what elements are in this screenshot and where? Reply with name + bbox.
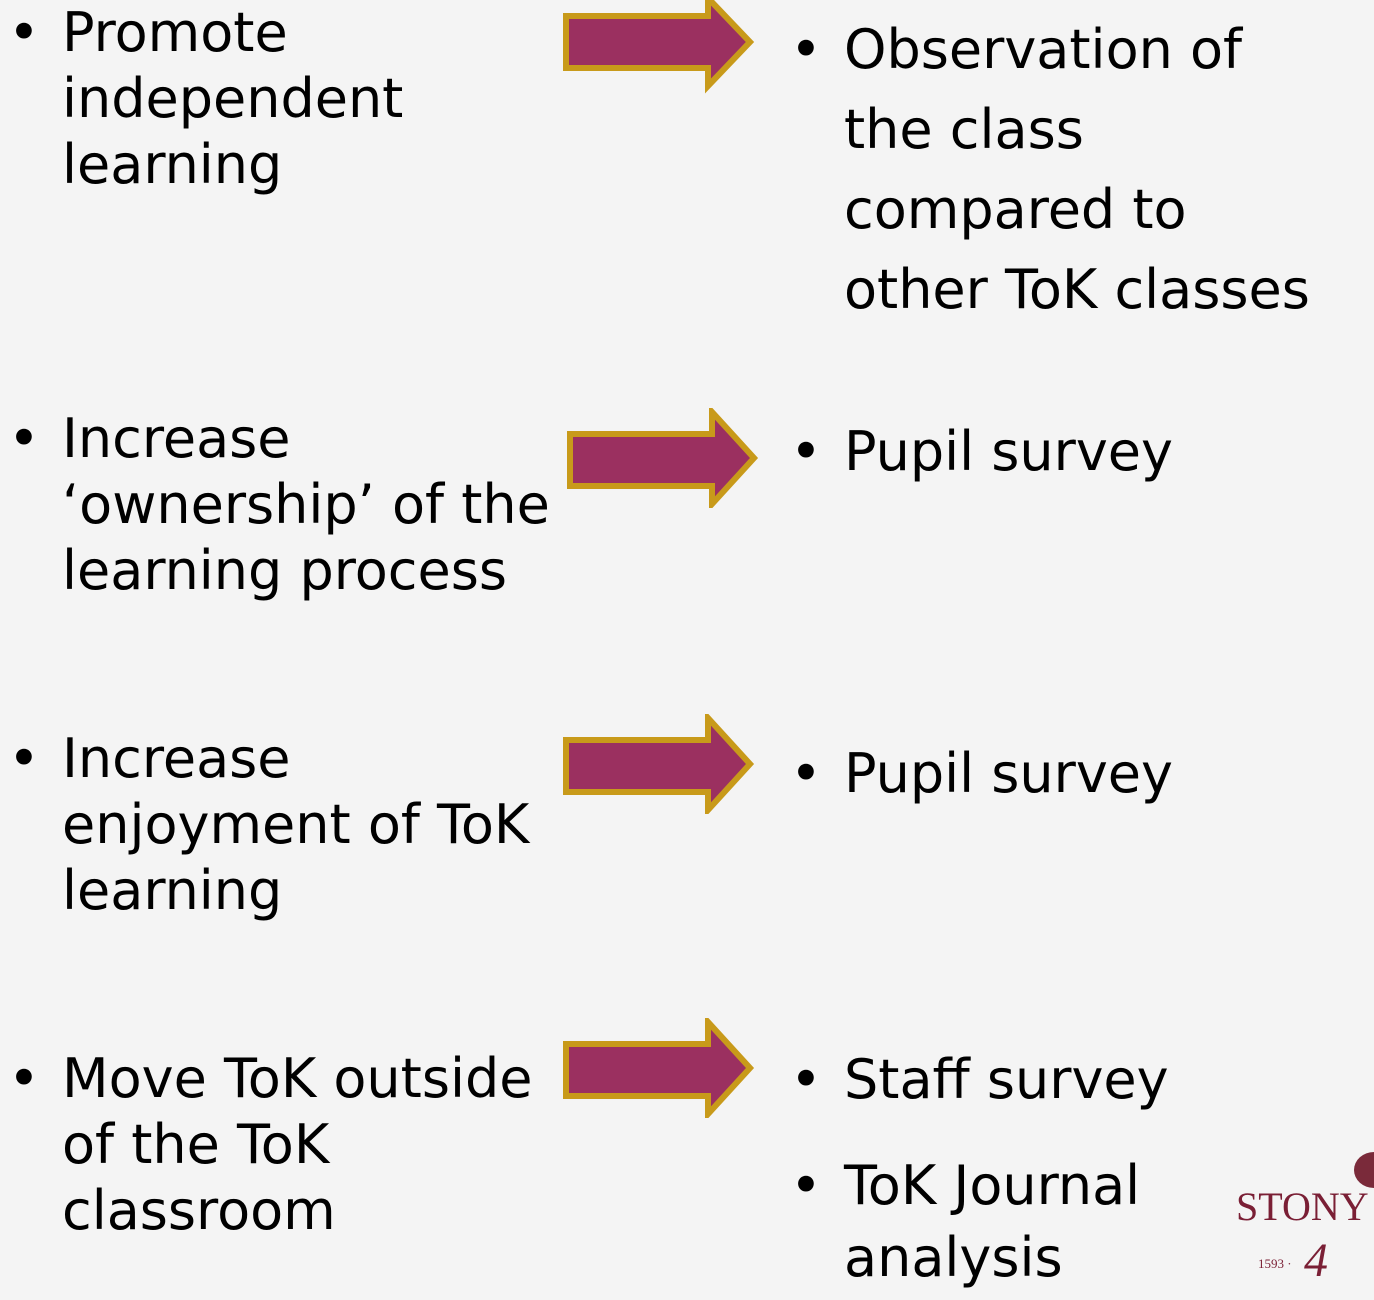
evidence-line: the class <box>844 98 1084 161</box>
evidence-bullet-3: • Pupil survey <box>790 734 1374 814</box>
aim-line: learning <box>62 859 283 922</box>
right-arrow-icon <box>563 714 755 814</box>
aim-bullet-4: • Move ToK outside of the ToK classroom <box>8 1046 628 1244</box>
school-logo: STONY 1593 · 4 <box>1236 1152 1374 1287</box>
bullet-dot: • <box>790 18 822 81</box>
evidence-line: Pupil survey <box>844 420 1173 483</box>
aim-line: Increase <box>62 727 291 790</box>
right-arrow-icon <box>563 0 755 94</box>
evidence-line: Observation of <box>844 18 1243 81</box>
logo-number-fragment: 4 <box>1304 1234 1328 1287</box>
right-arrow-icon <box>563 1018 755 1118</box>
bullet-dot: • <box>8 727 40 790</box>
evidence-line: ToK Journal <box>844 1154 1141 1217</box>
logo-text: STONY <box>1236 1184 1369 1229</box>
aim-bullet-2: • Increase ‘ownership’ of the learning p… <box>8 406 628 604</box>
evidence-bullet-2: • Pupil survey <box>790 412 1374 492</box>
evidence-line: Pupil survey <box>844 742 1173 805</box>
evidence-bullet-5: • ToK Journal analysis <box>790 1150 1374 1294</box>
aim-line: classroom <box>62 1179 336 1242</box>
evidence-bullet-4: • Staff survey <box>790 1040 1374 1120</box>
evidence-line: Staff survey <box>844 1048 1169 1111</box>
bullet-dot: • <box>790 1048 822 1111</box>
bullet-dot: • <box>8 407 40 470</box>
bullet-dot: • <box>8 1 40 64</box>
aim-bullet-3: • Increase enjoyment of ToK learning <box>8 726 628 924</box>
aim-line: Increase <box>62 407 291 470</box>
aim-line: of the ToK <box>62 1113 330 1176</box>
aim-line: independent <box>62 67 404 130</box>
bullet-dot: • <box>8 1047 40 1110</box>
aim-bullet-1: • Promote independent learning <box>8 0 628 198</box>
evidence-line: other ToK classes <box>844 258 1310 321</box>
aim-line: learning process <box>62 539 507 602</box>
logo-year: 1593 · <box>1258 1256 1292 1271</box>
right-arrow-icon <box>567 408 759 508</box>
bullet-dot: • <box>790 420 822 483</box>
evidence-bullet-1: • Observation of the class compared to o… <box>790 10 1374 330</box>
evidence-line: analysis <box>844 1226 1063 1289</box>
logo-crest <box>1354 1152 1374 1188</box>
aim-line: Promote <box>62 1 288 64</box>
aim-line: ‘ownership’ of the <box>62 473 550 536</box>
bullet-dot: • <box>790 1154 822 1217</box>
evidence-line: compared to <box>844 178 1187 241</box>
aim-line: Move ToK outside <box>62 1047 533 1110</box>
bullet-dot: • <box>790 742 822 805</box>
aim-line: learning <box>62 133 283 196</box>
aim-line: enjoyment of ToK <box>62 793 530 856</box>
